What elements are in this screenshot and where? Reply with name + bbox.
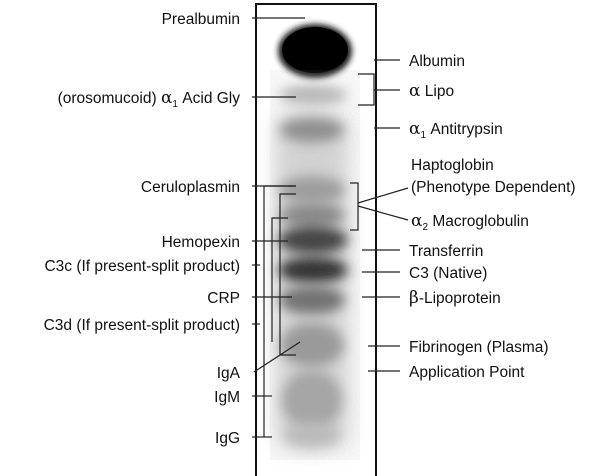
label-igm: IgM <box>214 389 240 406</box>
label-c3-native: C3 (Native) <box>409 265 487 282</box>
label-application-point: Application Point <box>409 364 525 381</box>
label-hemopexin: Hemopexin <box>162 234 240 251</box>
label-igg: IgG <box>215 430 240 447</box>
label-acid-gly: (orosomucoid) α1 Acid Gly <box>58 88 241 110</box>
label-alpha-lipo: α Lipo <box>409 81 454 101</box>
label-c3d: C3d (If present-split product) <box>44 317 240 334</box>
label-ceruloplasmin: Ceruloplasmin <box>141 179 240 196</box>
label-phenotype: (Phenotype Dependent) <box>411 179 576 196</box>
label-antitrypsin: α1 Antitrypsin <box>409 119 503 141</box>
label-prealbumin: Prealbumin <box>162 11 240 28</box>
label-haptoglobin: Haptoglobin <box>411 157 494 174</box>
label-albumin: Albumin <box>409 53 465 70</box>
label-fibrinogen: Fibrinogen (Plasma) <box>409 339 549 356</box>
right-labels: Albumin α Lipo α1 Antitrypsin Haptoglobi… <box>409 53 576 381</box>
label-transferrin: Transferrin <box>409 243 483 260</box>
label-macroglobulin: α2 Macroglobulin <box>411 211 529 233</box>
label-beta-lipoprotein: β-Lipoprotein <box>409 288 501 308</box>
left-labels: Prealbumin (orosomucoid) α1 Acid Gly Cer… <box>44 11 241 447</box>
label-iga: IgA <box>217 365 241 382</box>
gel-lane <box>256 4 376 476</box>
label-crp: CRP <box>207 290 240 307</box>
label-c3c: C3c (If present-split product) <box>44 258 240 275</box>
